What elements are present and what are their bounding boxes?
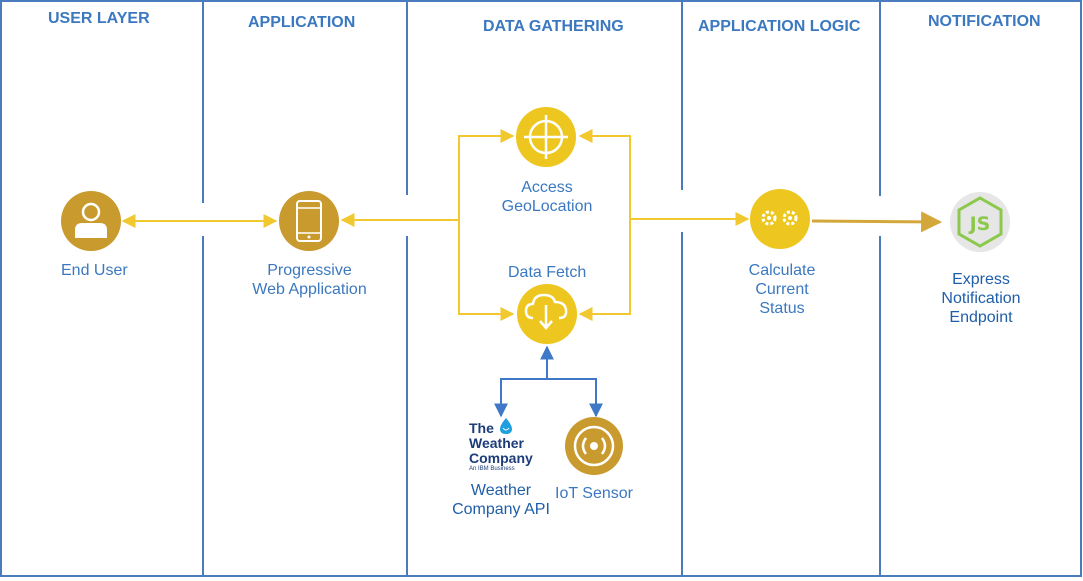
end-user-node [61,191,121,251]
geolocation-node [516,107,576,167]
logo-text-company: Company [469,450,533,466]
lane-title-notification: NOTIFICATION [928,13,1041,30]
express-label-line3: Endpoint [949,309,1013,326]
iot-sensor-label: IoT Sensor [555,485,633,502]
express-label-line2: Notification [941,290,1021,307]
connector-right-bracket [580,135,631,315]
pwa-label-line1: Progressive [267,262,352,279]
lane-title-data-gathering: DATA GATHERING [483,18,624,35]
weather-api-label-line2: Company API [452,501,550,518]
calculate-label: Calculate Current Status [740,261,824,318]
weather-api-label: Weather Company API [448,481,554,519]
iot-sensor-node [565,417,623,475]
calculate-node [750,189,810,249]
wireless-sensor-icon [573,425,615,467]
lane-title-application-logic: APPLICATION LOGIC [698,18,861,35]
user-icon [75,202,107,238]
nodejs-icon: JS [957,196,1003,248]
arrow-calculate-express [811,211,943,233]
geolocation-label: Access GeoLocation [497,178,597,216]
connector-left-bracket [458,135,513,315]
connector-sources-bar [500,378,597,413]
pwa-label-line2: Web Application [252,281,367,298]
calculate-label-line2: Current [755,281,809,298]
cloud-download-icon [524,293,568,330]
data-fetch-node [517,284,577,344]
end-user-label: End User [61,262,128,279]
smartphone-icon [296,200,322,242]
logo-text-ibm: An IBM Business [469,466,515,472]
express-label-line1: Express [952,271,1010,288]
calculate-label-line3: Status [759,300,805,317]
pwa-node [279,191,339,251]
pwa-label: Progressive Web Application [252,261,367,299]
weather-company-logo [500,418,512,434]
express-node: JS [950,192,1010,252]
gears-icon [761,210,798,226]
lane-title-user-layer: USER LAYER [48,10,150,27]
logo-text-weather: Weather [469,435,524,451]
weather-api-label-line1: Weather [470,482,532,499]
logo-text-the: The [469,420,494,436]
crosshair-icon [524,115,568,159]
express-label: Express Notification Endpoint [936,270,1026,327]
calculate-label-line1: Calculate [748,262,816,279]
geolocation-label-line1: Access [521,179,573,196]
geolocation-label-line2: GeoLocation [501,198,593,215]
lane-title-application: APPLICATION [248,14,356,31]
data-fetch-label: Data Fetch [508,264,587,281]
nodejs-logo-text: JS [968,213,991,235]
